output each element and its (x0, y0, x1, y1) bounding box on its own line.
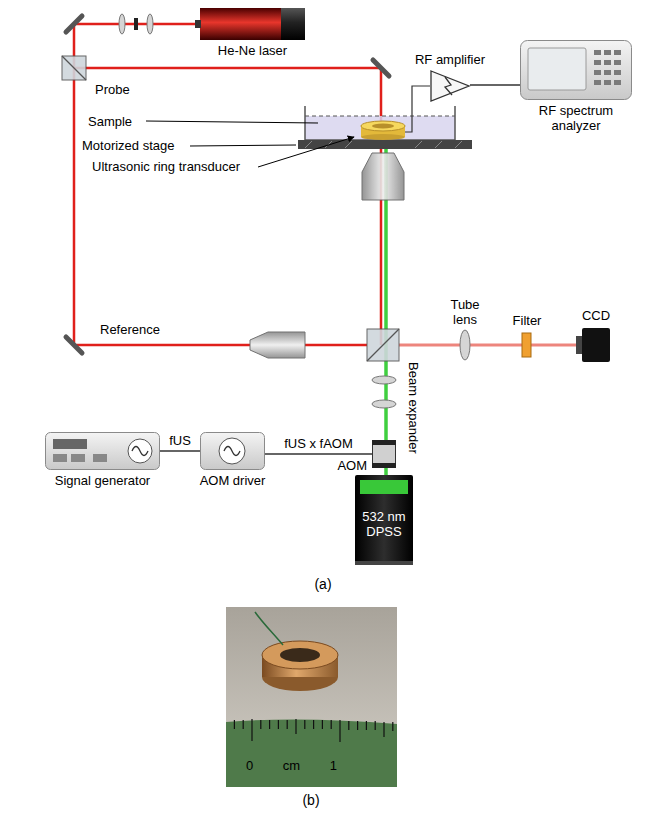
transducer-wire (405, 86, 430, 132)
part-label: Sample (88, 114, 132, 129)
dpss-laser: 532 nm DPSS (355, 475, 413, 565)
aom-shape (372, 440, 396, 468)
device-label: Signal generator (55, 473, 150, 488)
analyzer-shape (520, 40, 632, 100)
part-label: CCD (582, 308, 610, 323)
ultrasonic-ring-transducer (361, 121, 405, 140)
reference-objective (250, 332, 305, 358)
amp-shape (430, 70, 470, 102)
filter (522, 333, 531, 357)
device-label: RF amplifier (414, 52, 486, 67)
beam-expander-lenses (372, 376, 396, 408)
part-label: Tube lens (443, 297, 487, 327)
siggen-shape (45, 432, 160, 470)
part-label: Filter (513, 313, 542, 328)
sample-dish (305, 106, 455, 140)
part-label: Beam expander (406, 362, 421, 454)
device-label: He-Ne laser (218, 43, 287, 58)
beam-label: Reference (100, 322, 160, 337)
laser-shape (200, 8, 305, 40)
device-label: RF spectrum analyzer (517, 103, 635, 133)
tube-lens (460, 330, 470, 360)
signal-label: fUS (167, 433, 193, 448)
signal-label: fUS x fAOM (282, 436, 355, 451)
laser-beams (74, 24, 582, 475)
part-label: Motorized stage (82, 138, 175, 153)
transducer-photo (226, 607, 397, 787)
cable (470, 84, 520, 85)
panel-label: (a) (314, 576, 331, 592)
device-label: AOM driver (200, 473, 266, 488)
cable (160, 450, 200, 451)
spectrum-analyzer: RF spectrum analyzer (520, 40, 632, 100)
signal-generator: Signal generator (45, 432, 160, 470)
rf-amplifier: RF amplifier (430, 70, 470, 102)
part-label: Ultrasonic ring transducer (92, 159, 240, 174)
ruler-scale: 0 cm 1 (246, 758, 337, 773)
panel-label: (b) (302, 792, 319, 808)
he-ne-laser: He-Ne laser (200, 8, 305, 40)
he-ne-optics (119, 14, 153, 34)
device-label: AOM (337, 458, 367, 473)
driver-shape (200, 432, 265, 470)
objective-lens (362, 153, 404, 200)
beam-label: Probe (95, 82, 130, 97)
beam-splitters (62, 56, 399, 361)
ccd-camera (576, 328, 610, 362)
aom-driver: AOM driver (200, 432, 265, 470)
acousto-optic-modulator: AOM (372, 440, 396, 468)
cable (265, 453, 372, 454)
device-label: 532 nm DPSS (358, 509, 410, 539)
mirrors (66, 16, 389, 353)
motorized-stage (298, 140, 472, 149)
